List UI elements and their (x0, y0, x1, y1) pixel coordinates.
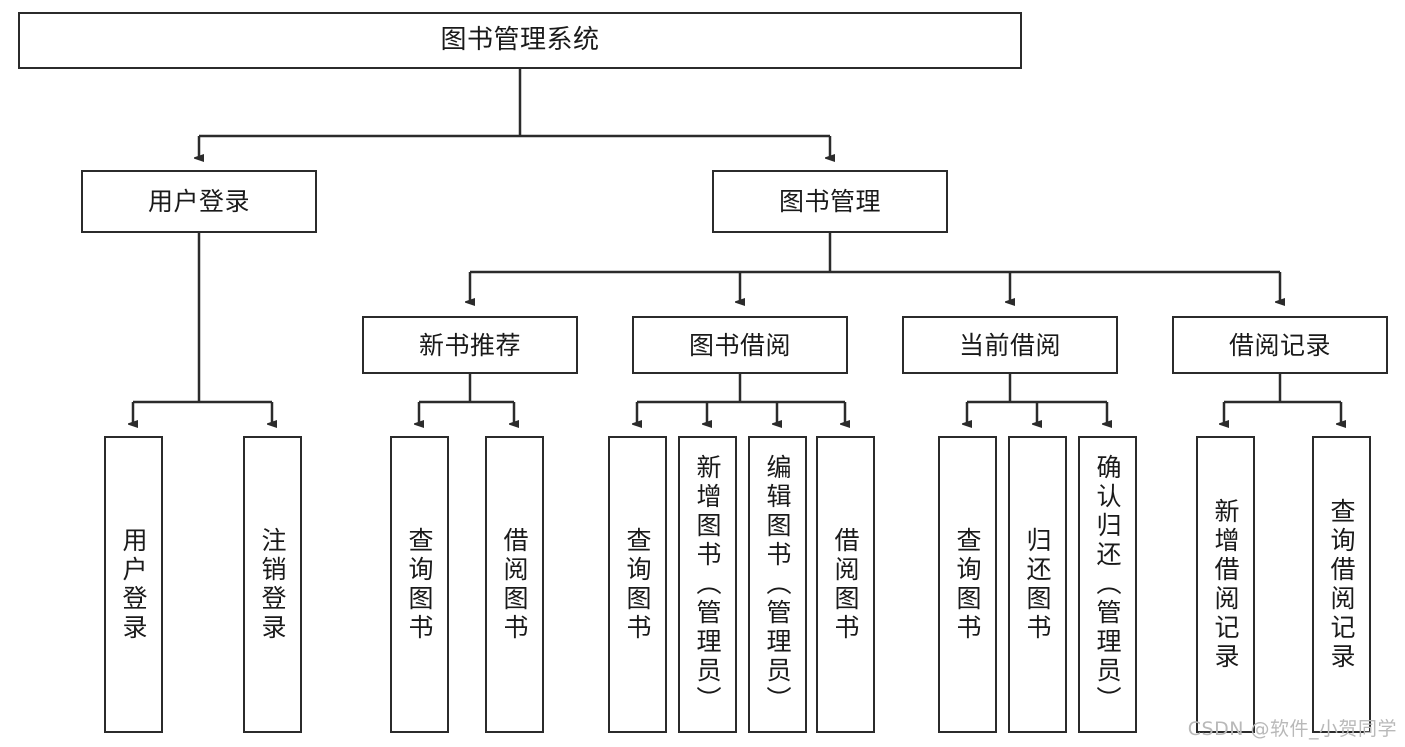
node-label: 图书借阅 (688, 330, 791, 360)
node-leaf-query-book-recommend[interactable]: 查询图书 (390, 436, 449, 733)
node-label: 归还图书 (1023, 526, 1052, 643)
node-label: 查询借阅记录 (1327, 497, 1356, 672)
node-leaf-add-book-admin[interactable]: 新增图书（管理员） (678, 436, 737, 733)
node-label: 图书管理 (778, 187, 881, 216)
node-leaf-query-borrow-record[interactable]: 查询借阅记录 (1312, 436, 1371, 733)
node-label: 新增借阅记录 (1211, 497, 1240, 672)
node-label: 注销登录 (258, 526, 287, 643)
node-label: 编辑图书（管理员） (763, 454, 792, 715)
node-borrow-record[interactable]: 借阅记录 (1172, 316, 1388, 374)
node-leaf-user-login[interactable]: 用户登录 (104, 436, 163, 733)
node-leaf-confirm-return-admin[interactable]: 确认归还（管理员） (1078, 436, 1137, 733)
node-label: 图书管理系统 (440, 25, 600, 56)
node-new-book-recommend[interactable]: 新书推荐 (362, 316, 578, 374)
node-leaf-query-book-current[interactable]: 查询图书 (938, 436, 997, 733)
node-label: 确认归还（管理员） (1093, 454, 1122, 715)
node-label: 借阅记录 (1228, 330, 1331, 360)
node-label: 借阅图书 (831, 526, 860, 643)
node-label: 新增图书（管理员） (693, 454, 722, 715)
node-book-management[interactable]: 图书管理 (712, 170, 948, 233)
node-label: 查询图书 (623, 526, 652, 643)
node-root-book-management-system[interactable]: 图书管理系统 (18, 12, 1022, 69)
node-leaf-add-borrow-record[interactable]: 新增借阅记录 (1196, 436, 1255, 733)
node-current-borrow[interactable]: 当前借阅 (902, 316, 1118, 374)
node-leaf-logout[interactable]: 注销登录 (243, 436, 302, 733)
node-label: 当前借阅 (958, 330, 1061, 360)
node-leaf-return-book[interactable]: 归还图书 (1008, 436, 1067, 733)
node-label: 查询图书 (405, 526, 434, 643)
node-label: 查询图书 (953, 526, 982, 643)
node-user-login[interactable]: 用户登录 (81, 170, 317, 233)
node-label: 新书推荐 (418, 330, 521, 360)
node-leaf-borrow-book-recommend[interactable]: 借阅图书 (485, 436, 544, 733)
node-label: 用户登录 (147, 187, 250, 216)
node-book-borrow[interactable]: 图书借阅 (632, 316, 848, 374)
node-label: 用户登录 (119, 526, 148, 643)
node-leaf-edit-book-admin[interactable]: 编辑图书（管理员） (748, 436, 807, 733)
node-label: 借阅图书 (500, 526, 529, 643)
node-leaf-query-book-borrow[interactable]: 查询图书 (608, 436, 667, 733)
watermark-text: CSDN @软件_小贺同学 (1187, 718, 1397, 740)
node-leaf-borrow-book[interactable]: 借阅图书 (816, 436, 875, 733)
